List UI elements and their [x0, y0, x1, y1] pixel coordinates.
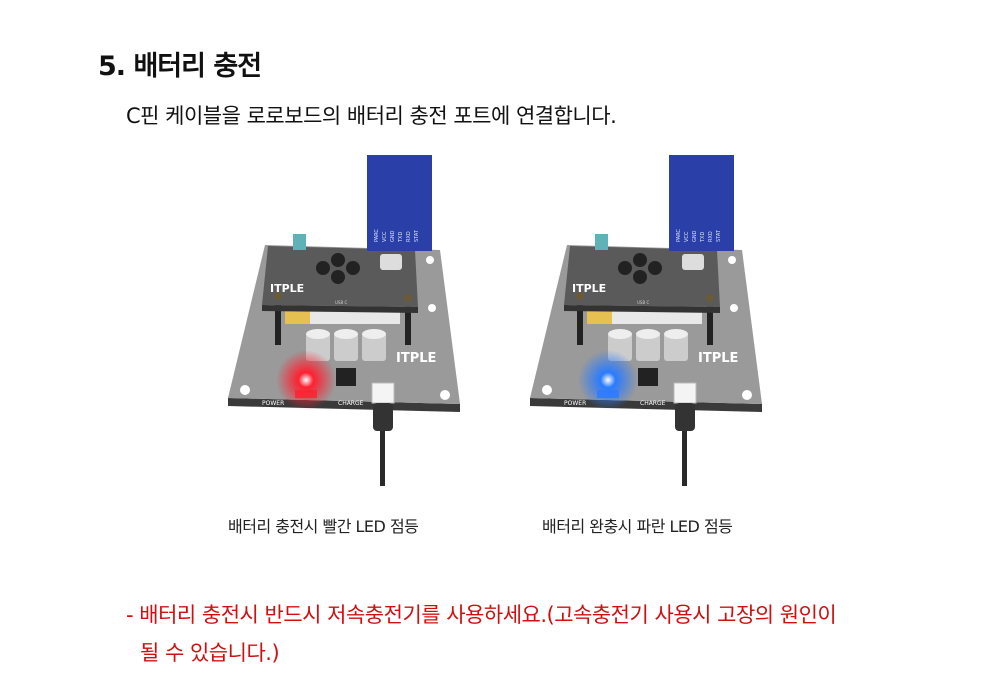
status-led — [578, 350, 638, 410]
usb-c-cable — [371, 382, 395, 486]
svg-text:USB C: USB C — [335, 300, 347, 305]
svg-text:GND: GND — [692, 230, 698, 242]
warning-note: - 배터리 충전시 반드시 저속충전기를 사용하세요.(고속충전기 사용시 고장… — [126, 596, 926, 672]
svg-text:VCC: VCC — [684, 231, 690, 242]
svg-text:POWER: POWER — [564, 400, 586, 407]
svg-text:ITPLE: ITPLE — [572, 282, 606, 295]
svg-text:PARC: PARC — [676, 229, 682, 242]
usb-c-cable — [673, 382, 697, 486]
svg-text:POWER: POWER — [262, 400, 284, 407]
warning-line-2: 될 수 있습니다.) — [140, 641, 280, 665]
svg-text:TXD: TXD — [398, 232, 404, 243]
svg-text:TXD: TXD — [700, 232, 706, 243]
svg-text:ITPLE: ITPLE — [396, 351, 436, 366]
intro-text: C핀 케이블을 로로보드의 배터리 충전 포트에 연결합니다. — [126, 104, 617, 128]
svg-text:USB C: USB C — [637, 300, 649, 305]
status-led — [276, 350, 336, 410]
upper-pcb: ITPLE USB C — [564, 234, 720, 313]
svg-text:VCC: VCC — [382, 231, 388, 242]
warning-line-1: - 배터리 충전시 반드시 저속충전기를 사용하세요.(고속충전기 사용시 고장… — [126, 603, 837, 627]
upper-pcb: ITPLE USB C — [262, 234, 418, 313]
svg-text:RXD: RXD — [406, 231, 412, 242]
svg-text:ITPLE: ITPLE — [698, 351, 738, 366]
svg-text:GND: GND — [390, 230, 396, 242]
capacitors — [608, 329, 688, 361]
svg-text:PARC: PARC — [374, 229, 380, 242]
svg-text:CHARGE: CHARGE — [338, 400, 364, 407]
svg-text:CHARGE: CHARGE — [640, 400, 666, 407]
caption-charging: 배터리 충전시 빨간 LED 점등 — [228, 517, 419, 536]
svg-text:STAT: STAT — [716, 229, 722, 242]
section-title: 5. 배터리 충전 — [98, 51, 262, 82]
svg-text:STAT: STAT — [414, 229, 420, 242]
svg-text:ITPLE: ITPLE — [270, 282, 304, 295]
caption-full: 배터리 완충시 파란 LED 점등 — [542, 517, 733, 536]
svg-text:RXD: RXD — [708, 231, 714, 242]
